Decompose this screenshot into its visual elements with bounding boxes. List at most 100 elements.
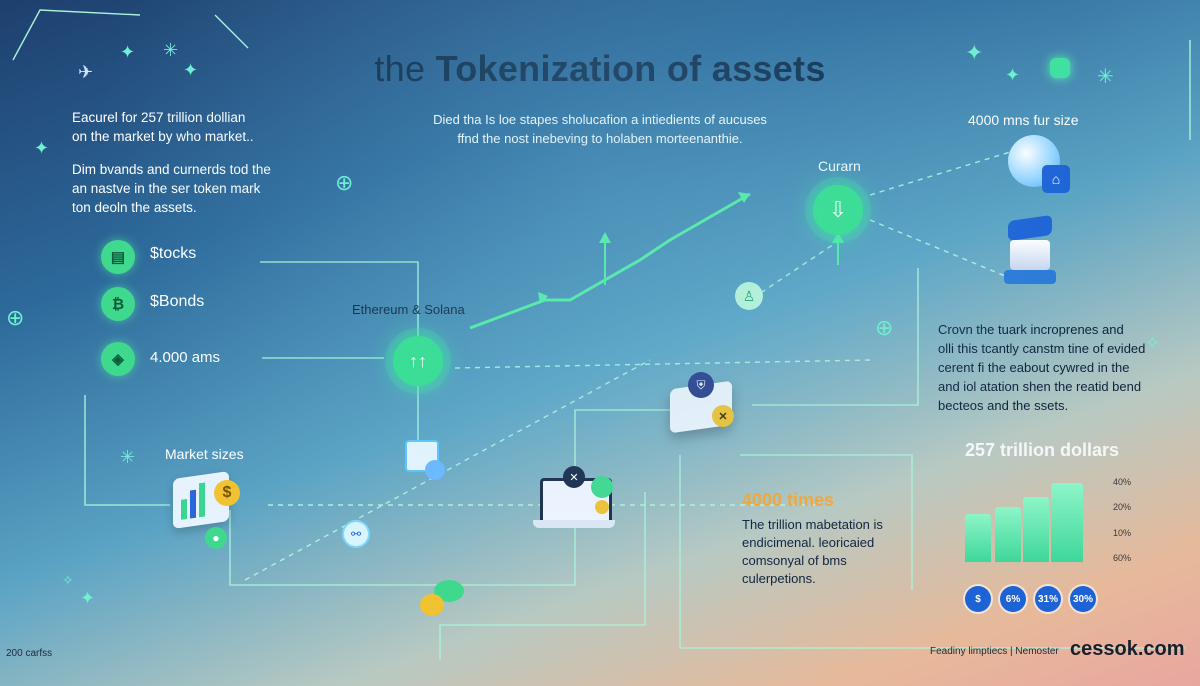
line-left-market [84, 395, 170, 506]
dashed-curarn-globe [869, 151, 1011, 196]
sparkle-icon: ✳ [163, 40, 179, 60]
sparkle-icon: ✦ [120, 42, 136, 62]
intro-left2-line: Dim bvands and curnerds tod the [72, 162, 271, 177]
server-base [1004, 270, 1056, 284]
percent-badge: 30% [1070, 586, 1096, 612]
crosshair-icon: ⊕ [6, 305, 25, 330]
coin-icon [425, 460, 445, 480]
up-arrowhead [599, 232, 611, 243]
hub-node: ↑↑ [393, 336, 443, 386]
server-icon [1010, 240, 1050, 270]
bar [995, 506, 1021, 562]
dollar-coin-icon: $ [214, 480, 240, 506]
asset-label-ams: 4.000 ams [150, 349, 221, 366]
subtitle-line: ffnd the nost inebeving to holaben morte… [457, 131, 743, 146]
download-icon: ⇩ [813, 185, 863, 235]
right-paragraph-line: becteos and the ssets. [938, 398, 1069, 413]
dollar-badge: $ [965, 586, 991, 612]
line-floor [679, 455, 1185, 649]
crosshair-icon: ⊕ [335, 170, 354, 195]
tick-label: 40% [1113, 477, 1132, 487]
percent-badge: 6% [1000, 586, 1026, 612]
intro-left-2: Dim bvands and curnerds tod the an nastv… [72, 160, 352, 217]
gold-coin-icon [420, 594, 444, 616]
top-right-label: 4000 mns fur size [968, 112, 1079, 128]
curarn-arrowhead [832, 232, 844, 243]
asset-label-bonds: $Bonds [150, 293, 205, 310]
intro-left2-line: ton deoln the assets. [72, 200, 197, 215]
curarn-label: Curarn [818, 158, 861, 174]
line-stocks-hub [260, 261, 419, 352]
shield-icon: ◈ [101, 342, 135, 376]
sparkle-icon: ✧ [62, 572, 74, 588]
right-paragraph-line: olli this tcantly canstm tine of evided [938, 341, 1146, 356]
times-heading: 4000 times [742, 490, 835, 510]
growth-arrowhead [738, 192, 750, 203]
bitcoin-icon: ₿ [101, 287, 135, 321]
document-icon: ▤ [101, 240, 135, 274]
crosshair-icon: ⊕ [875, 315, 894, 340]
times-line: culerpetions. [742, 571, 816, 586]
brand-logo: cessok.com [1070, 638, 1185, 660]
crypto-coin-icon: ✕ [563, 466, 585, 488]
shield-icon: ⛨ [688, 372, 714, 398]
intro-left-line: on the market by who market.. [72, 129, 254, 144]
right-paragraph-line: Crovn the tuark incroprenes and [938, 322, 1124, 337]
person-icon: ♙ [735, 282, 763, 310]
gold-coin-icon [595, 500, 609, 514]
small-arrowhead [538, 292, 548, 304]
intro-left2-line: an nastve in the ser token mark [72, 181, 261, 196]
constellation-1 [12, 9, 141, 61]
asset-label-stocks: $tocks [150, 245, 197, 262]
times-paragraph: The trillion mabetation is endicimenal. … [742, 516, 912, 588]
token-icon [1050, 58, 1070, 78]
green-coin-icon [591, 476, 613, 498]
intro-left: Eacurel for 257 trillion dollian on the … [72, 108, 352, 146]
lock-icon: ⌂ [1042, 165, 1070, 193]
sparkle-icon: ✳ [120, 447, 136, 467]
subtitle-line: Died tha Is loe stapes sholucafion a int… [433, 112, 767, 127]
hub-label: Ethereum & Solana [352, 302, 465, 317]
dashed-hub-right [454, 359, 871, 369]
device-icon [405, 440, 439, 472]
tick-label: 60% [1113, 553, 1132, 563]
laptop-base [533, 520, 615, 528]
sparkle-icon: ✦ [34, 138, 50, 158]
dashed-curarn-server [869, 219, 1011, 279]
times-line: The trillion mabetation is [742, 517, 883, 532]
sparkle-icon: ✧ [1145, 333, 1161, 353]
rocket-icon: ✈ [78, 62, 94, 82]
footer-right: Feadiny limptiecs | Nemoster [930, 646, 1059, 657]
intro-left-line: Eacurel for 257 trillion dollian [72, 110, 246, 125]
mini-bar-chart [965, 470, 1085, 562]
right-paragraph: Crovn the tuark incroprenes and olli thi… [938, 320, 1188, 415]
coin-stack-icon [434, 580, 464, 602]
dashed-curarn-small [749, 239, 841, 301]
constellation-2 [214, 14, 249, 49]
bar [965, 514, 991, 562]
right-paragraph-line: cerent fi the eabout cywred in the [938, 360, 1130, 375]
line-bottom-step [439, 492, 646, 660]
dashed-diagonal-1 [244, 359, 651, 581]
link-token-icon: ⚯ [342, 520, 370, 548]
sparkle-icon: ✳ [1097, 66, 1114, 88]
location-pin-icon: ● [205, 527, 227, 549]
tick-label: 10% [1113, 528, 1132, 538]
bar [1051, 482, 1083, 562]
percent-badge: 31% [1035, 586, 1061, 612]
sparkle-icon: ✦ [80, 588, 96, 608]
line-mid-right [740, 454, 913, 590]
subtitle: Died tha Is loe stapes sholucafion a int… [400, 110, 800, 148]
line-right-up [752, 268, 919, 406]
market-sizes-label: Market sizes [165, 446, 244, 462]
crypto-coin-icon: ✕ [712, 405, 734, 427]
times-line: endicimenal. leoricaied [742, 535, 875, 550]
sparkle-icon: ✦ [1005, 65, 1021, 85]
times-line: comsonyal of bms [742, 553, 847, 568]
tick-label: 20% [1113, 502, 1132, 512]
sparkle-icon: ✦ [965, 40, 984, 65]
right-paragraph-line: and iol atation shen the reatid bend [938, 379, 1142, 394]
line-bottom-path [229, 409, 670, 586]
